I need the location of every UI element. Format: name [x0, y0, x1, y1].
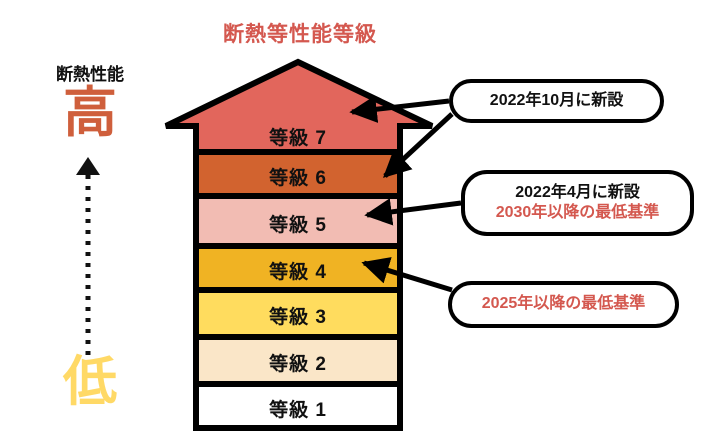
- band-grade-2: [193, 334, 403, 387]
- callout-new-2022-04-line-2: 2030年以降の最低基準: [495, 204, 660, 221]
- band-grade-1: [193, 381, 403, 431]
- axis-label-low: 低: [63, 352, 117, 412]
- axis-label-insulation-performance: 断熱性能: [56, 65, 124, 84]
- callout-new-2022-10[interactable]: 2022年10月に新設: [449, 79, 664, 123]
- band-grade-6: [193, 149, 403, 199]
- callout-min-2025-line-1: 2025年以降の最低基準: [481, 295, 646, 313]
- callout-new-2022-04[interactable]: 2022年4月に新設 2030年以降の最低基準: [461, 170, 694, 236]
- callout-new-2022-10-line-1: 2022年10月に新設: [489, 91, 624, 109]
- page-title: 断熱等性能等級: [223, 23, 377, 46]
- callout-new-2022-04-line-1: 2022年4月に新設: [515, 183, 640, 201]
- band-grade-3: [193, 287, 403, 340]
- insulation-grade-chart: 等級 7 等級 6 等級 5 等級 4 等級 3 等級 2 等級 1: [150, 50, 450, 440]
- axis-label-high: 高: [63, 83, 117, 143]
- callout-min-2025[interactable]: 2025年以降の最低基準: [448, 281, 679, 328]
- band-grade-7: [164, 58, 434, 155]
- band-grade-4: [193, 243, 403, 293]
- band-grade-5: [193, 193, 403, 249]
- axis-dotted-arrow-up: [60, 155, 120, 360]
